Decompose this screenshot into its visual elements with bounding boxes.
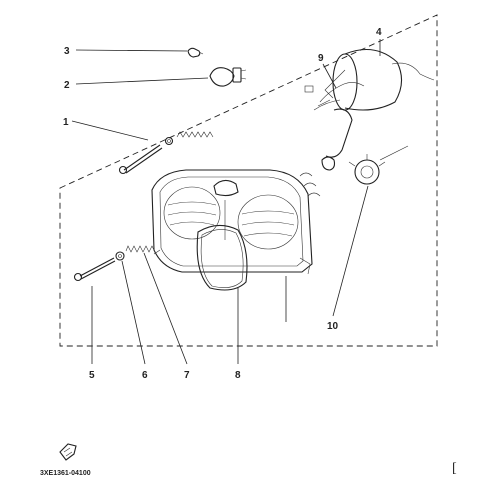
leader-lines [71, 39, 381, 365]
lower-adjusting-screw-part [73, 257, 116, 282]
top-adjusting-screw-part [118, 131, 214, 175]
callout-3: 3 [64, 46, 70, 57]
small-bulb-part [187, 47, 204, 58]
headlight-lens-unit-part [151, 169, 313, 275]
callout-8: 8 [235, 370, 241, 381]
bulb-holder-part [348, 145, 409, 185]
socket-bracket-part [299, 108, 353, 197]
rubber-gasket-part [196, 224, 248, 291]
callout-7: 7 [184, 370, 190, 381]
assembly-boundary [59, 14, 438, 347]
stamp-icon [59, 443, 77, 461]
callout-10: 10 [327, 321, 339, 332]
corner-bracket: [ [452, 461, 457, 476]
headlight-bulb-part [209, 67, 247, 87]
callout-4: 4 [376, 27, 382, 38]
callout-1: 1 [63, 117, 69, 128]
callout-9: 9 [318, 53, 324, 64]
spring-part [125, 245, 156, 253]
callout-5: 5 [89, 370, 95, 381]
callout-2: 2 [64, 80, 70, 91]
wire-harness-part [304, 82, 365, 111]
washer-part [115, 251, 125, 261]
drawing-code: 3XE1361-04100 [40, 470, 91, 477]
callout-6: 6 [142, 370, 148, 381]
